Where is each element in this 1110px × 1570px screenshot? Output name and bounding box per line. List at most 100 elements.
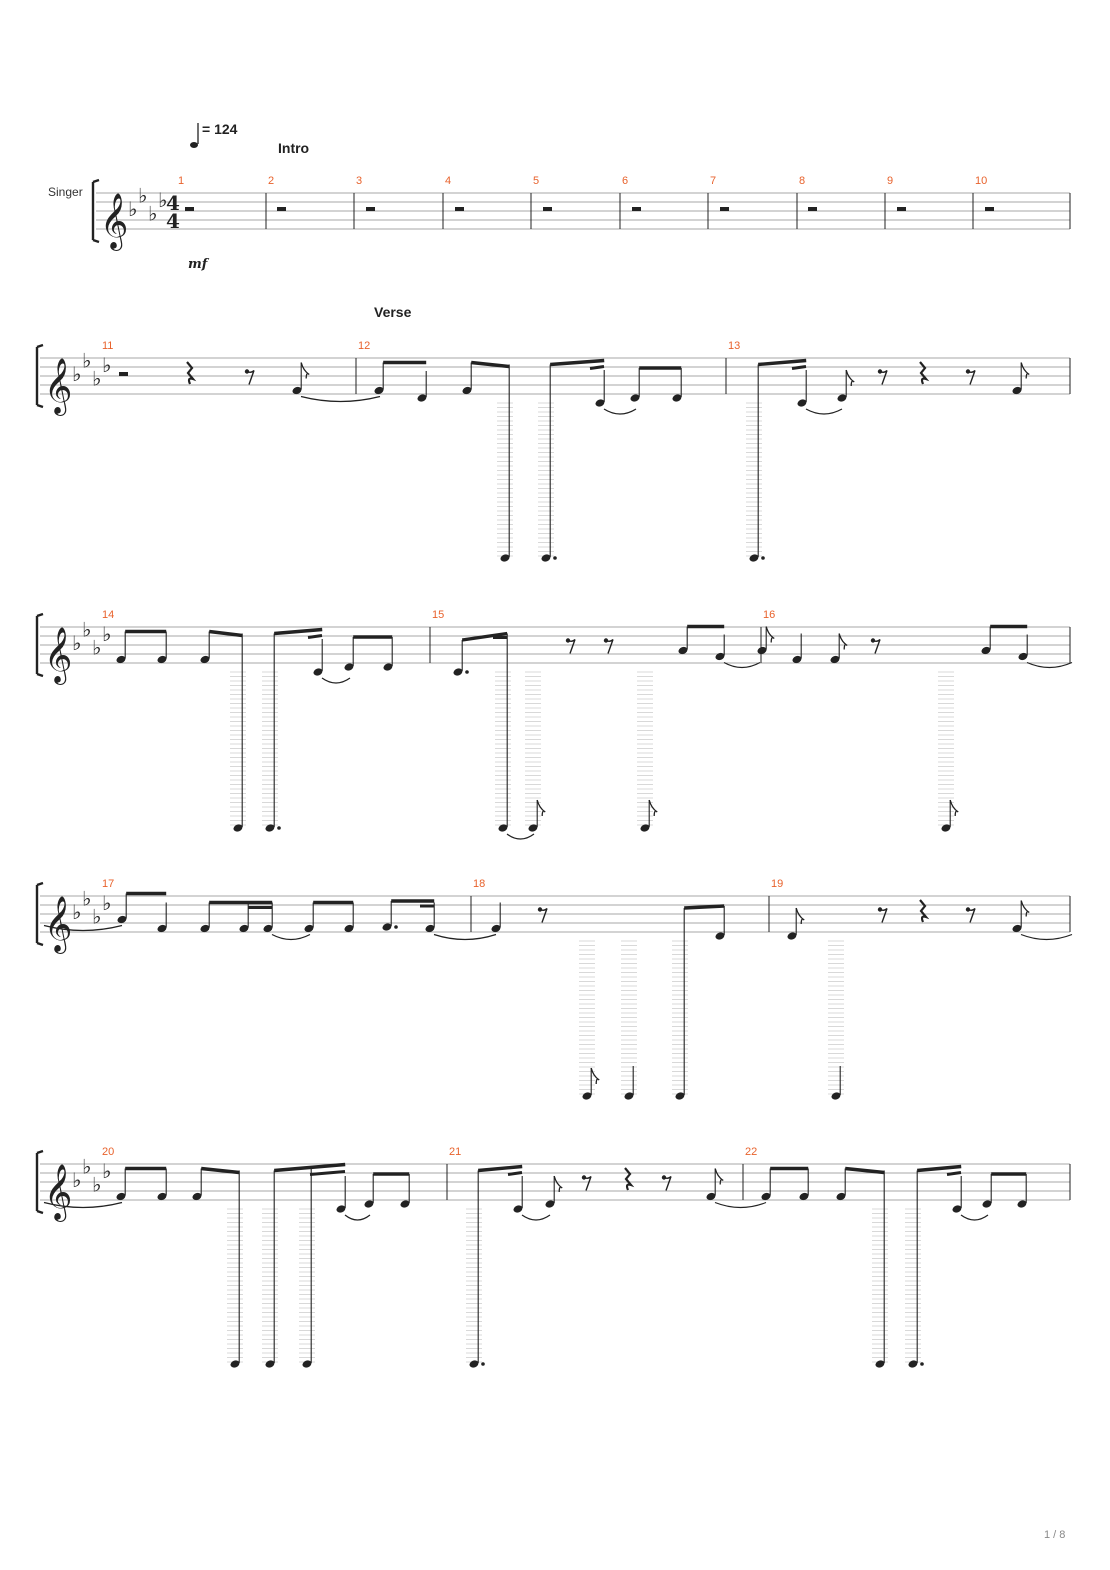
notehead: [462, 386, 472, 395]
flat-sign: ♭: [82, 1155, 91, 1179]
flag: [845, 369, 855, 387]
eighth-rest: [967, 369, 976, 385]
notehead: [265, 1360, 275, 1368]
notehead: [200, 924, 210, 933]
notehead: [908, 1360, 918, 1368]
tie: [603, 408, 637, 415]
dot: [277, 826, 281, 830]
flat-sign: ♭: [158, 188, 167, 212]
flat-sign: ♭: [102, 891, 111, 915]
notehead: [491, 924, 501, 933]
measure-number: 20: [102, 1146, 114, 1158]
instrument-name: Singer: [48, 185, 83, 199]
tempo-marking: = 124: [190, 121, 238, 148]
staff-system: 𝄞♭♭♭♭44: [91, 178, 1071, 251]
notehead: [799, 1192, 809, 1201]
flat-sign: ♭: [72, 631, 81, 655]
notehead: [400, 1200, 410, 1208]
quarter-rest: [624, 1167, 635, 1191]
beam: [478, 1164, 523, 1173]
notehead: [192, 1192, 202, 1201]
measure-number: 10: [975, 175, 987, 187]
flat-sign: ♭: [138, 184, 147, 208]
half-rest: [277, 207, 286, 211]
notehead: [382, 923, 392, 931]
flat-sign: ♭: [82, 349, 91, 373]
half-rest: [366, 207, 375, 211]
notehead: [528, 824, 538, 832]
beam: [758, 358, 807, 367]
eighth-rest: [605, 638, 614, 654]
half-rest: [455, 207, 464, 211]
half-rest: [808, 207, 817, 211]
notehead: [336, 1205, 346, 1213]
flag: [590, 1067, 600, 1085]
tie: [714, 1201, 767, 1209]
systems: 𝄞♭♭♭♭44𝄞♭♭♭♭𝄞♭♭♭♭𝄞♭♭♭♭𝄞♭♭♭♭: [35, 178, 1071, 1222]
staff-system: 𝄞♭♭♭♭: [35, 612, 1071, 685]
tempo-value: = 124: [202, 121, 238, 137]
notehead: [265, 824, 275, 832]
notehead: [200, 655, 210, 664]
beam: [845, 1166, 885, 1175]
notes: [43, 207, 1073, 1368]
notehead: [836, 1192, 846, 1201]
tie: [723, 661, 761, 669]
measure-number: 7: [710, 175, 716, 187]
quarter-rest: [919, 899, 930, 923]
system-bracket: [35, 1149, 44, 1215]
time-signature-top: 4: [166, 191, 180, 215]
notehead: [364, 1200, 374, 1208]
flag: [714, 1168, 724, 1185]
tie: [344, 1214, 371, 1221]
beam: [917, 1164, 962, 1173]
flag: [838, 633, 848, 650]
treble-clef: 𝄞: [44, 358, 72, 416]
tie: [43, 924, 123, 932]
flag: [1020, 362, 1030, 379]
notehead: [425, 924, 435, 933]
notehead: [344, 663, 354, 671]
measure-number: 9: [887, 175, 893, 187]
notehead: [1017, 1200, 1027, 1208]
beam: [507, 1171, 523, 1176]
measure-number: 1: [178, 175, 184, 187]
notehead: [787, 932, 797, 940]
measure-number: 5: [533, 175, 539, 187]
notehead: [675, 1092, 685, 1100]
treble-clef: 𝄞: [44, 1164, 72, 1222]
notehead: [453, 668, 463, 676]
notehead: [157, 1192, 167, 1201]
notehead: [797, 399, 807, 407]
half-rest: [543, 207, 552, 211]
notehead: [630, 394, 640, 402]
measure-number: 2: [268, 175, 274, 187]
beam: [307, 634, 323, 639]
dot: [465, 670, 469, 674]
beam: [946, 1171, 962, 1176]
flat-sign: ♭: [102, 1159, 111, 1183]
flat-sign: ♭: [128, 197, 137, 221]
tie: [271, 933, 311, 941]
system-bracket: [35, 612, 44, 678]
dot: [394, 925, 398, 929]
notehead: [230, 1360, 240, 1368]
flat-sign: ♭: [82, 618, 91, 642]
beam: [589, 365, 605, 370]
flag: [553, 1175, 563, 1193]
notehead: [706, 1192, 716, 1201]
beam: [309, 1170, 346, 1176]
notehead: [313, 668, 323, 676]
half-rest: [897, 207, 906, 211]
eighth-rest: [246, 369, 255, 385]
beam: [201, 1166, 240, 1175]
flag: [1020, 900, 1030, 917]
quarter-rest: [186, 361, 197, 385]
measure-number: 15: [432, 609, 444, 621]
beam: [684, 904, 725, 910]
flat-sign: ♭: [92, 367, 101, 391]
treble-clef: 𝄞: [44, 627, 72, 685]
staff-system: 𝄞♭♭♭♭: [35, 343, 1071, 416]
page-indicator: 1 / 8: [1044, 1529, 1065, 1541]
